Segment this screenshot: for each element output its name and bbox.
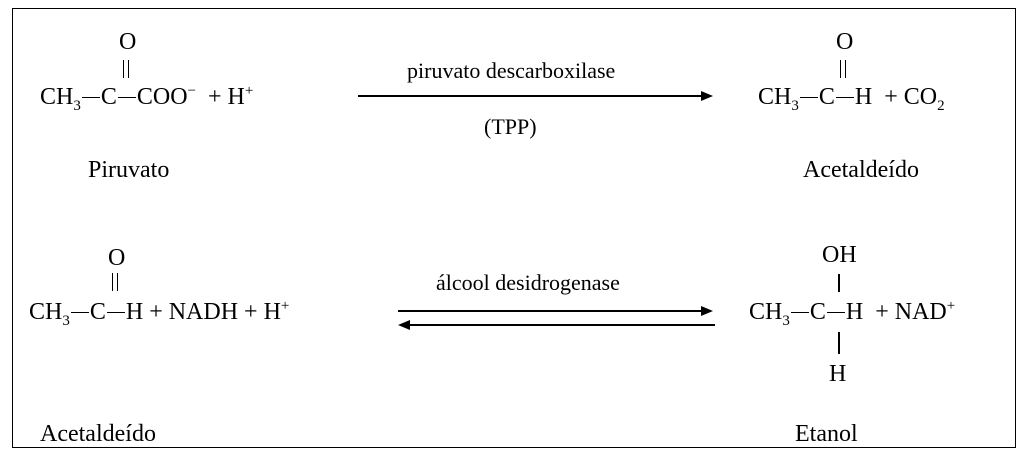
pyruvate-label: Piruvato [88,157,170,183]
pyruvate-double-bond [123,60,129,78]
acetaldehyde-carbonyl-oxygen-2: O [108,245,126,271]
pyruvate-carbonyl-oxygen: O [119,29,137,55]
acetaldehyde-label-1: Acetaldeído [803,157,919,183]
reverse-arrow-2 [410,324,715,326]
enzyme-alcohol-dehydrogenase: álcool desidrogenase [436,270,620,295]
forward-arrowhead-1 [701,91,713,101]
acetaldehyde-double-bond [840,60,846,78]
acetaldehyde-carbonyl-oxygen: O [836,29,854,55]
ethanol-bond-bottom [838,332,840,354]
reverse-arrowhead-2 [398,320,410,330]
diagram-frame [12,8,1016,448]
forward-arrow-2 [398,310,703,312]
forward-arrow-1 [358,95,703,97]
forward-arrowhead-2 [701,306,713,316]
acetaldehyde-label-2: Acetaldeído [40,421,156,447]
cofactor-tpp: (TPP) [484,114,537,139]
ethanol-hydroxyl: OH [822,242,857,268]
ethanol-bottom-hydrogen: H [829,361,847,387]
ethanol-bond-top [838,274,840,292]
acetaldehyde-double-bond-2 [112,273,118,291]
ethanol-label: Etanol [795,421,858,447]
enzyme-pyruvate-decarboxylase: piruvato descarboxilase [407,58,616,83]
